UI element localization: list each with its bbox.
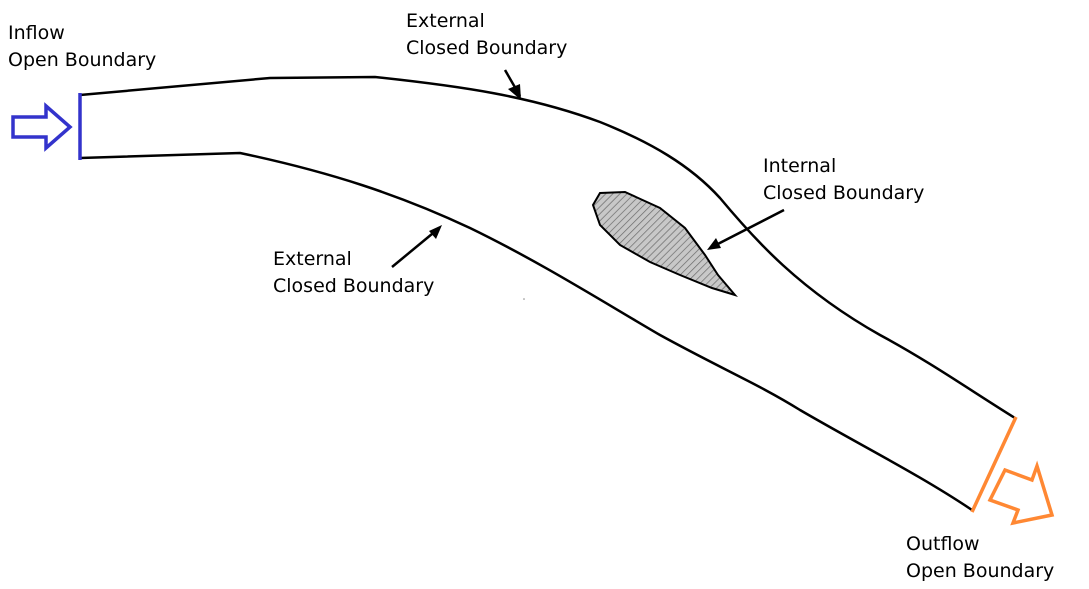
- outflow-open-boundary-label: Outflow Open Boundary: [906, 531, 1054, 585]
- stray-dot: [523, 298, 525, 300]
- internal-label-line-2: Closed Boundary: [763, 182, 925, 204]
- pointer-arrow-external-bottom: [391, 225, 442, 268]
- external-top-label-line-1: External: [406, 10, 485, 32]
- internal-closed-boundary-label: Internal Closed Boundary: [763, 153, 924, 207]
- external-closed-boundary-bottom: [79, 151, 973, 512]
- inflow-label-line-1: Inflow: [8, 22, 65, 44]
- external-top-label-line-2: Closed Boundary: [406, 37, 568, 59]
- internal-label-line-1: Internal: [763, 155, 837, 177]
- external-closed-boundary-top-label: External Closed Boundary: [406, 8, 567, 62]
- outflow-open-boundary: [970, 416, 1018, 513]
- pointer-arrow-external-top: [503, 69, 522, 100]
- external-bottom-label-line-1: External: [273, 248, 352, 270]
- external-bottom-label-line-2: Closed Boundary: [273, 275, 435, 297]
- outflow-label-line-1: Outflow: [906, 533, 980, 555]
- down-right-arrow-outline-icon: [987, 460, 1055, 526]
- internal-closed-boundary-island: [591, 190, 738, 297]
- pointer-arrow-internal: [707, 208, 785, 250]
- external-closed-boundary-top: [79, 75, 1016, 420]
- inflow-label-line-2: Open Boundary: [8, 49, 157, 71]
- outflow-label-line-2: Open Boundary: [906, 560, 1055, 582]
- inflow-open-boundary-label: Inflow Open Boundary: [8, 20, 156, 74]
- right-arrow-outline-icon: [11, 102, 73, 152]
- external-closed-boundary-bottom-label: External Closed Boundary: [273, 246, 434, 300]
